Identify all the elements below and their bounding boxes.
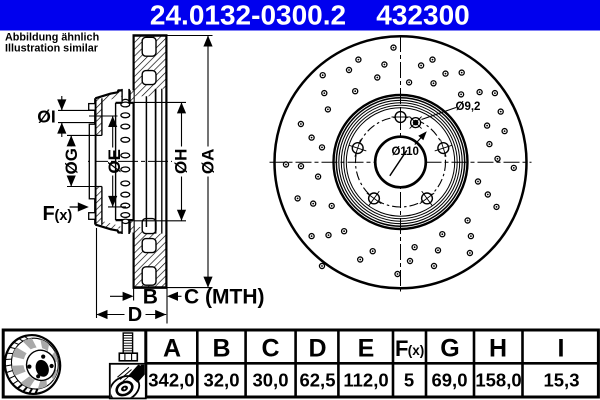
svg-text:C (MTH): C (MTH): [184, 286, 264, 309]
svg-text:H: H: [489, 335, 507, 363]
svg-text:A: A: [163, 335, 181, 363]
svg-text:D: D: [128, 304, 142, 326]
svg-text:432300: 432300: [376, 0, 469, 31]
svg-text:I: I: [558, 335, 565, 363]
svg-text:Abbildung ähnlich: Abbildung ähnlich: [5, 32, 99, 44]
svg-text:Ø9,2: Ø9,2: [456, 101, 481, 113]
svg-text:F: F: [43, 203, 55, 225]
svg-text:32,0: 32,0: [203, 370, 239, 391]
svg-text:Illustration similar: Illustration similar: [5, 42, 99, 54]
svg-text:B: B: [143, 286, 158, 309]
svg-text:342,0: 342,0: [148, 370, 194, 391]
svg-text:69,0: 69,0: [431, 370, 467, 391]
svg-text:F: F: [395, 336, 408, 361]
svg-text:15,3: 15,3: [543, 370, 579, 391]
svg-text:ØI: ØI: [37, 107, 55, 127]
svg-text:62,5: 62,5: [299, 370, 335, 391]
svg-text:ØA: ØA: [199, 149, 218, 175]
svg-text:112,0: 112,0: [343, 370, 388, 391]
svg-text:158,0: 158,0: [475, 370, 521, 391]
svg-text:C: C: [261, 335, 279, 363]
svg-text:24.0132-0300.2: 24.0132-0300.2: [150, 0, 346, 31]
svg-text:G: G: [440, 335, 459, 363]
svg-text:5: 5: [404, 370, 414, 391]
svg-text:(x): (x): [408, 343, 425, 358]
svg-text:Ø110: Ø110: [391, 146, 419, 158]
svg-text:ØE: ØE: [105, 149, 124, 174]
svg-text:ØG: ØG: [62, 148, 81, 174]
svg-text:(x): (x): [55, 208, 73, 224]
svg-text:D: D: [308, 335, 326, 363]
svg-text:B: B: [212, 335, 230, 363]
svg-text:ØH: ØH: [171, 149, 190, 175]
svg-text:30,0: 30,0: [252, 370, 288, 391]
svg-text:E: E: [358, 335, 375, 363]
